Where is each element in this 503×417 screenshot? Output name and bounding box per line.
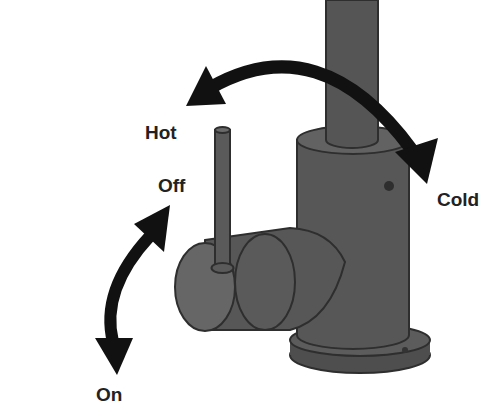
arrowhead (95, 338, 133, 375)
direction-label: Cold (437, 190, 479, 209)
lift-arrow (110, 236, 150, 342)
base-hole (402, 347, 408, 353)
arrowhead (134, 205, 170, 252)
handle-ring (235, 234, 295, 330)
lever-base (212, 263, 234, 273)
aerator-hole (384, 181, 394, 191)
rotation-arrow (210, 67, 412, 150)
lever (215, 130, 230, 270)
lever-top (215, 127, 230, 133)
arrowhead (186, 66, 226, 106)
direction-label: Off (158, 176, 185, 195)
arrowhead (395, 138, 438, 184)
direction-label: Hot (145, 123, 177, 142)
direction-label: On (96, 385, 122, 404)
